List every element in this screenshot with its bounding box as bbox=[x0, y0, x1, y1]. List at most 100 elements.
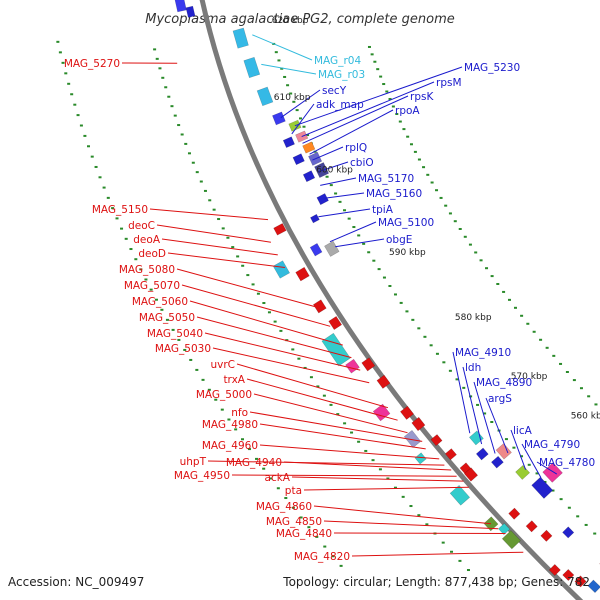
tick-dot bbox=[417, 327, 421, 330]
tick-dots bbox=[56, 40, 598, 572]
tick-dot bbox=[212, 208, 216, 211]
tick-dot bbox=[64, 72, 68, 75]
label-connector bbox=[473, 381, 496, 454]
tick-dot bbox=[291, 506, 295, 509]
gene-label-reverse: ldh bbox=[465, 362, 481, 374]
tick-dot bbox=[87, 145, 91, 148]
tick-dot bbox=[385, 90, 389, 93]
gene-feature bbox=[361, 357, 376, 372]
gene-feature bbox=[295, 266, 310, 282]
gene-label-reverse: rplQ bbox=[345, 142, 367, 154]
label-connector bbox=[283, 461, 452, 471]
tick-dot bbox=[262, 302, 266, 305]
gene-feature bbox=[302, 141, 316, 154]
kbp-label: 590 kbp bbox=[389, 248, 426, 258]
tick-dot bbox=[191, 161, 195, 164]
tick-dot bbox=[207, 388, 211, 391]
label-connector bbox=[280, 89, 321, 119]
gene-label-forward: MAG_5030 bbox=[155, 343, 211, 355]
tick-dot bbox=[299, 117, 303, 120]
tick-dot bbox=[83, 134, 87, 137]
tick-dot bbox=[520, 455, 524, 458]
tick-dot bbox=[115, 217, 119, 220]
label-connector bbox=[452, 351, 471, 434]
tick-dot bbox=[450, 550, 454, 553]
tick-dot bbox=[347, 217, 351, 220]
label-connector bbox=[462, 366, 483, 445]
gene-feature bbox=[525, 520, 538, 533]
label-connector bbox=[317, 161, 349, 173]
label-connector bbox=[485, 397, 509, 454]
tick-dot bbox=[184, 142, 188, 145]
tick-dot bbox=[227, 418, 231, 421]
tick-dot bbox=[306, 134, 310, 137]
tick-dot bbox=[160, 308, 164, 311]
gene-label-forward: MAG_5150 bbox=[92, 204, 148, 216]
tick-dot bbox=[535, 472, 539, 475]
gene-feature bbox=[292, 153, 305, 166]
tick-dot bbox=[485, 267, 489, 270]
label-connector bbox=[246, 378, 398, 421]
tick-dot bbox=[120, 227, 124, 230]
map-title: Mycoplasma agalactiae PG2, complete geno… bbox=[145, 12, 455, 27]
gene-feature bbox=[463, 467, 479, 482]
gene-label-reverse: MAG_4780 bbox=[539, 457, 595, 469]
gene-label-forward: ackA bbox=[265, 472, 291, 484]
gene-label-forward: MAG_4820 bbox=[294, 551, 350, 563]
tick-dot bbox=[284, 497, 288, 500]
tick-dot bbox=[177, 338, 181, 341]
gene-feature bbox=[444, 448, 457, 461]
label-connector bbox=[536, 461, 558, 475]
tick-dot bbox=[357, 440, 361, 443]
tick-dot bbox=[70, 93, 74, 96]
tick-dot bbox=[262, 467, 266, 470]
tick-dot bbox=[291, 348, 295, 351]
gene-feature bbox=[324, 240, 340, 257]
tick-dot bbox=[382, 83, 386, 86]
tick-dot bbox=[177, 124, 181, 127]
tick-dot bbox=[559, 498, 563, 501]
gene-label-reverse: adk_map bbox=[316, 99, 364, 111]
tick-dot bbox=[279, 329, 283, 332]
tick-dot bbox=[322, 394, 326, 397]
label-connector bbox=[510, 429, 527, 470]
label-connector bbox=[309, 109, 394, 155]
label-connector bbox=[333, 532, 506, 534]
tick-dot bbox=[339, 564, 343, 567]
gene-label-forward: uvrC bbox=[210, 359, 235, 371]
tick-dot bbox=[405, 310, 409, 313]
tick-dot bbox=[426, 173, 430, 176]
gene-feature bbox=[316, 193, 329, 206]
kbp-label: 560 kbp bbox=[571, 411, 600, 421]
tick-dot bbox=[490, 275, 494, 278]
tick-dot bbox=[388, 285, 392, 288]
tick-dot bbox=[102, 186, 106, 189]
tick-dot bbox=[323, 545, 327, 548]
tick-dot bbox=[413, 150, 417, 153]
tick-dot bbox=[399, 301, 403, 304]
tick-dot bbox=[303, 366, 307, 369]
label-connector bbox=[259, 423, 426, 450]
tick-dot bbox=[386, 477, 390, 480]
tick-dot bbox=[154, 298, 158, 301]
tick-dot bbox=[241, 438, 245, 441]
tick-dot bbox=[352, 226, 356, 229]
tick-dot bbox=[455, 378, 459, 381]
tick-dot bbox=[441, 541, 445, 544]
tick-dot bbox=[247, 448, 251, 451]
label-connector bbox=[156, 224, 271, 243]
tick-dot bbox=[373, 60, 377, 63]
gene-feature bbox=[310, 213, 320, 224]
tick-dot bbox=[377, 268, 381, 271]
label-connector bbox=[329, 221, 377, 243]
tick-dot bbox=[409, 143, 413, 146]
label-connector bbox=[323, 520, 499, 530]
tick-dot bbox=[496, 282, 500, 285]
tick-dot bbox=[507, 298, 511, 301]
tick-dot bbox=[299, 516, 303, 519]
label-connector bbox=[261, 63, 317, 75]
tick-dot bbox=[367, 251, 371, 254]
label-connector bbox=[212, 347, 370, 384]
tick-dot bbox=[490, 421, 494, 424]
